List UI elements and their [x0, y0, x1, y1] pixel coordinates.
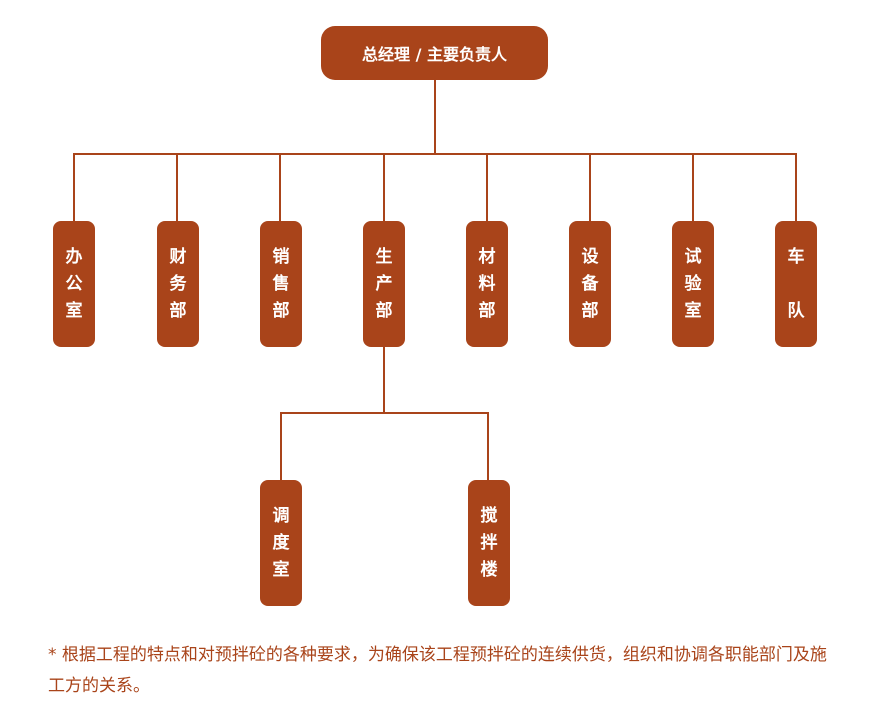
connector	[795, 153, 797, 221]
node-departments: 设备部	[569, 221, 611, 347]
node-char: 办	[65, 246, 83, 267]
node-char: 验	[684, 273, 702, 294]
node-char: 部	[169, 300, 187, 321]
connector	[280, 412, 489, 414]
connector	[279, 153, 281, 221]
footnote: * 根据工程的特点和对预拌砼的各种要求，为确保该工程预拌砼的连续供货，组织和协调…	[48, 645, 827, 696]
node-char: 备	[581, 273, 599, 294]
connector	[280, 412, 282, 480]
node-sub_departments: 搅拌楼	[468, 480, 510, 606]
node-char: 车	[787, 246, 805, 267]
node-char: 室	[684, 300, 702, 321]
node-char: 度	[272, 532, 290, 553]
node-departments: 试验室	[672, 221, 714, 347]
node-char: 部	[478, 300, 496, 321]
node-char: 部	[375, 300, 393, 321]
connector	[176, 153, 178, 221]
connector	[383, 153, 385, 221]
node-departments: 车队	[775, 221, 817, 347]
node-char: 部	[581, 300, 599, 321]
connector	[487, 412, 489, 480]
node-char: 试	[684, 246, 702, 267]
node-char: 务	[169, 273, 187, 294]
node-char: 楼	[480, 559, 498, 580]
connector	[73, 153, 75, 221]
node-departments: 办公室	[53, 221, 95, 347]
node-char: 室	[65, 300, 83, 321]
node-departments: 材料部	[466, 221, 508, 347]
node-sub_departments: 调度室	[260, 480, 302, 606]
node-char: 产	[375, 273, 393, 294]
node-departments: 销售部	[260, 221, 302, 347]
node-char: 生	[375, 246, 393, 267]
node-char: 搅	[480, 505, 498, 526]
connector	[692, 153, 694, 221]
node-char: 售	[272, 273, 290, 294]
connector	[589, 153, 591, 221]
connector	[486, 153, 488, 221]
node-departments: 财务部	[157, 221, 199, 347]
node-general-manager: 总经理 / 主要负责人	[321, 26, 548, 80]
node-char: 财	[169, 246, 187, 267]
node-char: 室	[272, 559, 290, 580]
node-char: 拌	[480, 532, 498, 553]
node-char: 材	[478, 246, 496, 267]
connector	[73, 153, 797, 155]
node-departments: 生产部	[363, 221, 405, 347]
node-char: 公	[65, 273, 83, 294]
node-char: 料	[478, 273, 496, 294]
node-char: 设	[581, 246, 599, 267]
node-char: 调	[272, 505, 290, 526]
node-char: 销	[272, 246, 290, 267]
connector	[383, 347, 385, 414]
connector	[434, 80, 436, 155]
node-char: 队	[787, 300, 805, 321]
node-char: 部	[272, 300, 290, 321]
